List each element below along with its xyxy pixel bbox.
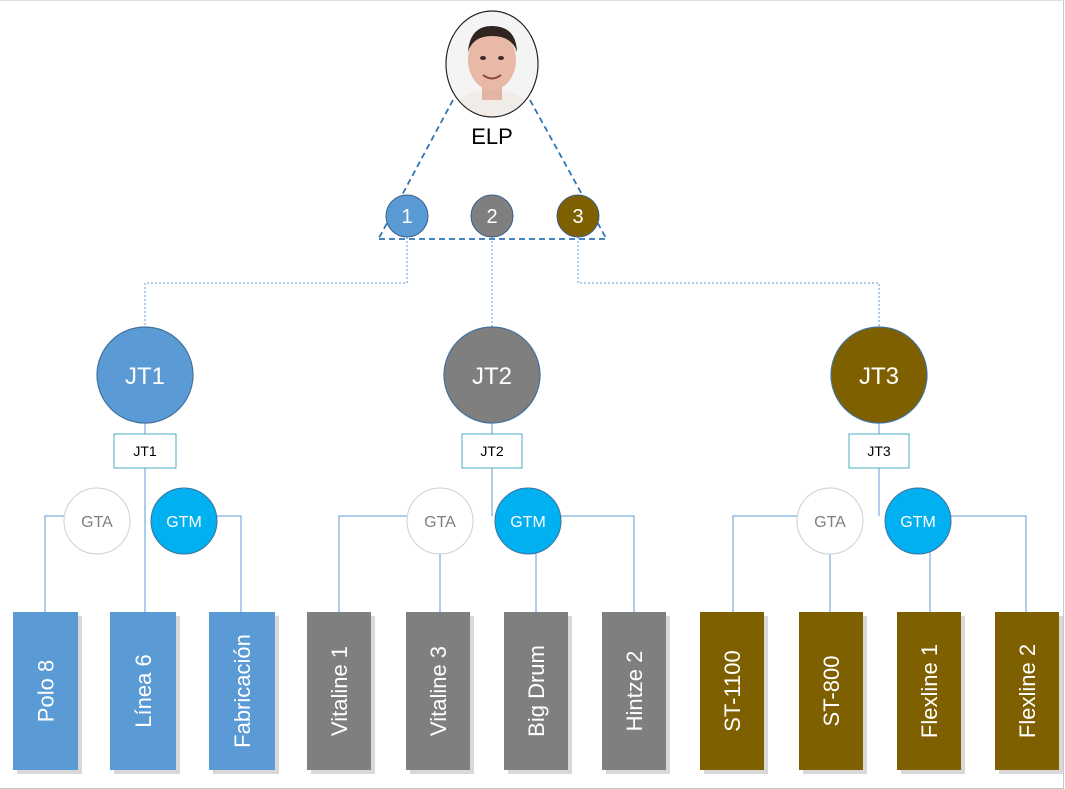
jt2-branch-right (560, 515, 635, 612)
team-label-box (113, 433, 177, 469)
card-body (700, 612, 764, 770)
production-line-label: Polo 8 (34, 660, 59, 722)
card-body (406, 612, 470, 770)
team-circle-label: JT3 (859, 363, 899, 390)
card-body (897, 612, 961, 770)
card-body (602, 612, 666, 770)
root-label: ELP (471, 124, 513, 149)
jt3-branch-right (951, 515, 1027, 612)
production-line-label: Big Drum (524, 645, 549, 737)
team-label-box (461, 433, 523, 469)
gta-circle (406, 487, 474, 555)
gta-circle (796, 487, 864, 555)
gtm-circle (150, 487, 218, 555)
team-circle (96, 326, 194, 424)
number-label: 3 (572, 206, 583, 228)
production-line-card: Hintze 2 (602, 612, 670, 774)
production-line-label: Flexline 2 (1015, 644, 1040, 738)
root-node: ELP (445, 10, 539, 149)
production-line-card: ST-1100 (700, 612, 768, 774)
team-circle-label: JT2 (472, 363, 512, 390)
card-body (799, 612, 863, 770)
production-line-card: Flexline 2 (995, 612, 1063, 774)
number-node-3: 3 (556, 194, 600, 238)
production-line-card: Vitaline 3 (406, 612, 474, 774)
production-line-card: Línea 6 (110, 612, 180, 774)
dotted-link-1 (144, 237, 408, 330)
gta-circle (63, 487, 131, 555)
production-line-label: ST-800 (819, 656, 844, 727)
team-box-label: JT1 (133, 443, 157, 459)
dotted-link-3 (577, 237, 880, 330)
production-line-label: Hintze 2 (622, 651, 647, 732)
person-photo-icon (447, 12, 537, 116)
number-node-2: 2 (470, 194, 514, 238)
production-line-card: Fabricación (209, 612, 279, 774)
number-circle (385, 194, 429, 238)
production-line-label: Fabricación (230, 634, 255, 748)
card-body (504, 612, 568, 770)
number-label: 1 (401, 206, 412, 228)
card-body (995, 612, 1059, 770)
gta-label: GTA (814, 514, 846, 531)
card-body (307, 612, 371, 770)
card-body (110, 612, 176, 770)
team-circle-label: JT1 (125, 363, 165, 390)
gtm-label: GTM (900, 514, 936, 531)
gta-label: GTA (424, 514, 456, 531)
number-node-1: 1 (385, 194, 429, 238)
number-circle (470, 194, 514, 238)
gtm-label: GTM (166, 514, 202, 531)
jt2-branch-left (338, 515, 409, 612)
production-line-card: Vitaline 1 (307, 612, 375, 774)
card-body (13, 612, 78, 770)
number-circle (556, 194, 600, 238)
gta-label: GTA (81, 514, 113, 531)
production-line-card: Flexline 1 (897, 612, 965, 774)
team-circle (443, 326, 541, 424)
production-line-card: ST-800 (799, 612, 867, 774)
team-label-box (848, 433, 910, 469)
production-line-card: Big Drum (504, 612, 572, 774)
gtm-label: GTM (510, 514, 546, 531)
gtm-circle (884, 487, 952, 555)
production-line-label: ST-1100 (720, 650, 745, 732)
team-box-label: JT2 (480, 443, 504, 459)
production-line-card: Polo 8 (13, 612, 82, 774)
production-line-label: Vitaline 1 (327, 646, 352, 736)
number-nodes: 1 2 3 (385, 194, 600, 238)
production-line-label: Vitaline 3 (426, 646, 451, 736)
production-line-label: Flexline 1 (917, 644, 942, 738)
jt3-branch-left (732, 515, 797, 612)
team-box-label: JT3 (867, 443, 891, 459)
production-line-label: Línea 6 (131, 654, 156, 727)
card-body (209, 612, 275, 770)
gtm-circle (494, 487, 562, 555)
number-label: 2 (486, 206, 497, 228)
team-circle (830, 326, 928, 424)
